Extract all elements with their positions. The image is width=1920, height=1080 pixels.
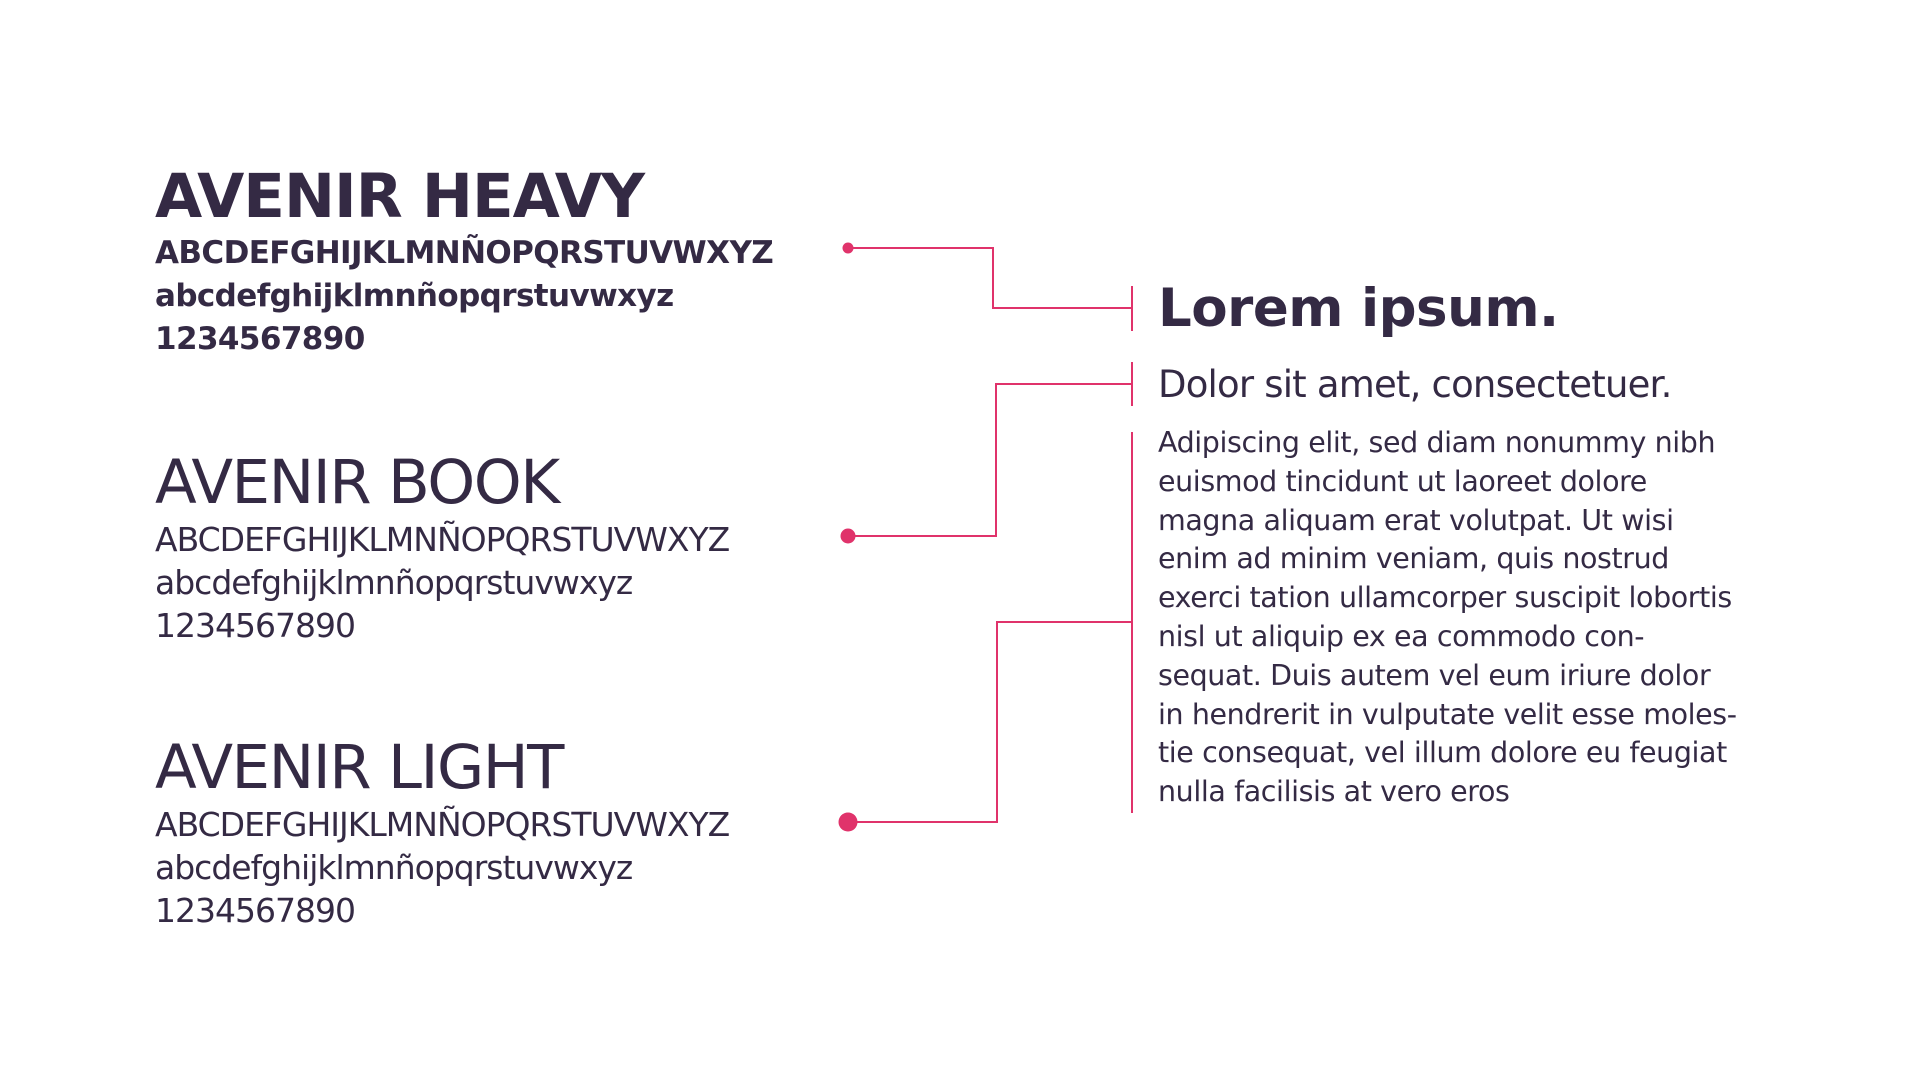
connector-dot-book — [840, 528, 856, 544]
sample-subtitle: Dolor sit amet, consectetuer. — [1158, 363, 1672, 406]
specimen-name: AVENIR BOOK — [155, 447, 560, 518]
specimen-name: AVENIR HEAVY — [155, 161, 645, 232]
specimen-uppercase: ABCDEFGHIJKLMNÑOPQRSTUVWXYZ — [155, 520, 730, 559]
sample-title: Lorem ipsum. — [1158, 278, 1559, 339]
specimen-uppercase: ABCDEFGHIJKLMNÑOPQRSTUVWXYZ — [155, 805, 730, 844]
specimen-lowercase: abcdefghijklmnñopqrstuvwxyz — [155, 278, 674, 314]
body-line: euismod tincidunt ut laoreet dolore — [1158, 464, 1647, 498]
body-line: tie consequat, vel illum dolore eu feugi… — [1158, 736, 1727, 770]
connector-heavy-to-title — [848, 247, 1132, 309]
specimen-lowercase: abcdefghijklmnñopqrstuvwxyz — [155, 563, 633, 602]
sample-body: Adipiscing elit, sed diam nonummy nibh e… — [1158, 424, 1758, 812]
specimen-digits: 1234567890 — [155, 891, 356, 930]
body-line: sequat. Duis autem vel eum iriure dolor — [1158, 658, 1711, 692]
body-line: nulla facilisis at vero eros — [1158, 775, 1510, 809]
specimen-digits: 1234567890 — [155, 321, 365, 357]
specimen-avenir-light: AVENIR LIGHT ABCDEFGHIJKLMNÑOPQRSTUVWXYZ… — [155, 732, 730, 932]
connector-dot-heavy — [842, 242, 854, 254]
connector-light-to-body — [848, 621, 1132, 823]
connector-dot-light — [838, 812, 858, 832]
specimen-name: AVENIR LIGHT — [155, 732, 564, 803]
specimen-avenir-book: AVENIR BOOK ABCDEFGHIJKLMNÑOPQRSTUVWXYZ … — [155, 447, 730, 647]
body-line: in hendrerit in vulputate velit esse mol… — [1158, 697, 1737, 731]
body-line: magna aliquam erat volutpat. Ut wisi — [1158, 503, 1674, 537]
connector-book-to-subtitle — [848, 383, 1132, 537]
body-line: nisl ut aliquip ex ea commodo con- — [1158, 619, 1645, 653]
body-line: Adipiscing elit, sed diam nonummy nibh — [1158, 426, 1716, 459]
specimen-digits: 1234567890 — [155, 606, 356, 645]
body-line: exerci tation ullamcorper suscipit lobor… — [1158, 581, 1732, 615]
specimen-uppercase: ABCDEFGHIJKLMNÑOPQRSTUVWXYZ — [155, 235, 774, 271]
specimen-lowercase: abcdefghijklmnñopqrstuvwxyz — [155, 848, 633, 887]
body-line: enim ad minim veniam, quis nostrud — [1158, 542, 1669, 576]
specimen-avenir-heavy: AVENIR HEAVY ABCDEFGHIJKLMNÑOPQRSTUVWXYZ… — [155, 161, 774, 361]
